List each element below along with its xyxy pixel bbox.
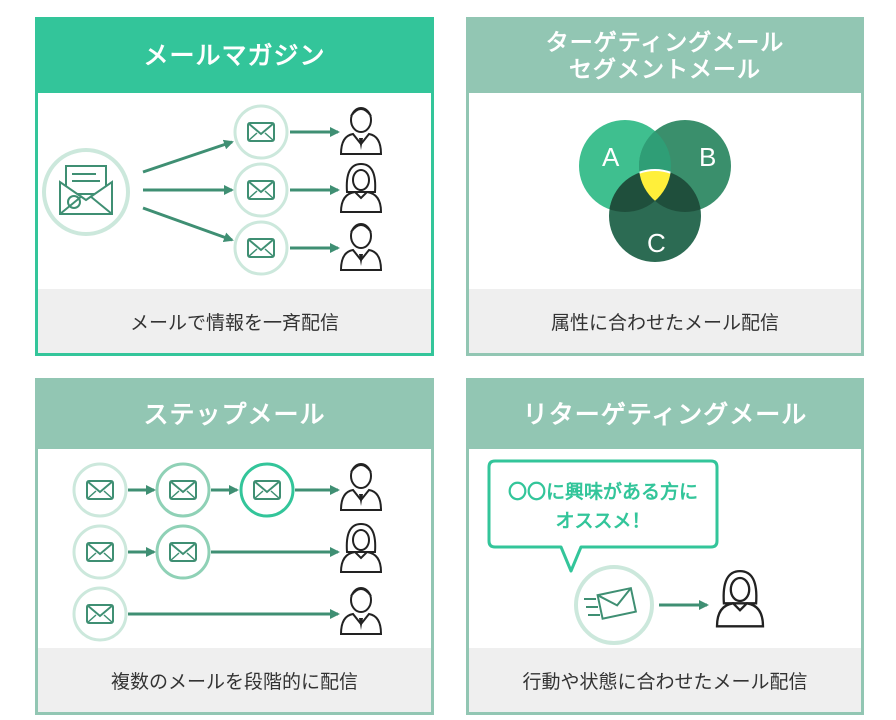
venn-label-c: C (647, 228, 666, 258)
venn-diagram: A B C (579, 120, 731, 262)
person-male-icon (340, 223, 382, 271)
envelope-icon (233, 220, 289, 276)
card-step-mail: ステップメール 複数のメールを段階的に配信 (35, 378, 434, 715)
venn-overlap (639, 169, 671, 212)
card-retargeting-mail: リターゲティングメール 〇〇に興味がある方に オススメ！ 行動や状態に合わせたメ… (466, 378, 864, 715)
envelope-icon (155, 462, 211, 518)
card-title-line-1: ターゲティングメール (545, 30, 785, 57)
card-title: ステップメール (143, 399, 326, 429)
envelope-icon (72, 586, 128, 642)
person-male-icon (340, 107, 382, 155)
envelope-icon (72, 462, 128, 518)
card-caption: 複数のメールを段階的に配信 (110, 670, 358, 693)
fast-mail-icon (574, 565, 654, 645)
card-title: メールマガジン (143, 41, 326, 71)
bubble-text-line-1: 〇〇に興味がある方に (508, 480, 698, 503)
envelope-icon (155, 524, 211, 580)
card-caption: 属性に合わせたメール配信 (550, 311, 779, 334)
envelope-icon (239, 462, 295, 518)
card-caption: 行動や状態に合わせたメール配信 (522, 670, 808, 693)
card-header: メールマガジン (38, 20, 431, 93)
card-caption-area: メールで情報を一斉配信 (38, 289, 431, 353)
venn-label-a: A (602, 142, 620, 172)
envelope-icon (72, 524, 128, 580)
card-header: ターゲティングメール セグメントメール (469, 20, 861, 93)
card-title-line-2: セグメントメール (569, 56, 761, 83)
card-header: リターゲティングメール (469, 381, 861, 449)
card-caption-area: 属性に合わせたメール配信 (469, 289, 861, 353)
envelope-icon (233, 162, 289, 218)
retargeting-diagram: 〇〇に興味がある方に オススメ！ (487, 459, 765, 645)
person-female-icon (340, 523, 382, 573)
step-diagram (72, 462, 382, 642)
card-segment-mail: ターゲティングメール セグメントメール A B C 属性に合わせたメール配信 (466, 17, 864, 356)
card-caption: メールで情報を一斉配信 (129, 311, 339, 334)
venn-label-b: B (699, 142, 716, 172)
card-mail-magazine: メールマガジン メールで情報を一斉配信 (35, 17, 434, 356)
open-envelope-icon (42, 148, 130, 236)
arrow-icon (142, 206, 234, 242)
bubble-text-line-2: オススメ！ (555, 510, 650, 532)
person-female-icon (715, 569, 765, 628)
envelope-icon (233, 104, 289, 160)
card-title: リターゲティングメール (522, 399, 808, 429)
card-header: ステップメール (38, 381, 431, 449)
person-female-icon (340, 163, 382, 213)
card-caption-area: 行動や状態に合わせたメール配信 (469, 648, 861, 712)
card-caption-area: 複数のメールを段階的に配信 (38, 648, 431, 712)
arrow-icon (142, 139, 234, 174)
speech-bubble-icon (487, 459, 719, 573)
person-male-icon (340, 587, 382, 635)
person-male-icon (340, 463, 382, 511)
broadcast-diagram (42, 104, 382, 276)
